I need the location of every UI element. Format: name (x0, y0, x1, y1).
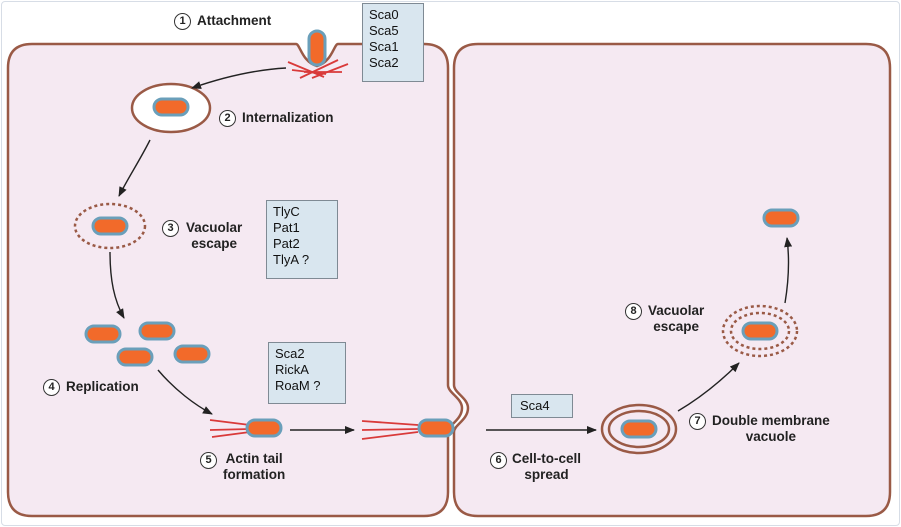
bacterium-replicating-1 (84, 324, 122, 344)
actin-tail-1 (209, 419, 251, 438)
arrow-escape-to-replication (109, 251, 125, 319)
vacuole-ruptured (73, 202, 147, 250)
step-1-number: 1 (174, 13, 191, 30)
step-1-label: 1 Attachment (174, 13, 271, 30)
step-6-line1: Cell-to-cell (512, 451, 582, 466)
ruptured-outer-membrane (721, 304, 799, 358)
step-7-line1: Double membrane (712, 413, 830, 428)
step-4-text: Replication (66, 379, 139, 395)
bacterium-protrusion (417, 418, 455, 438)
step-2-text: Internalization (242, 110, 334, 126)
bacterium-attached (307, 29, 327, 67)
arrow-internal-to-escape (118, 139, 151, 197)
attachment-actin (287, 59, 349, 79)
bacterium-double-vacuole (620, 419, 658, 439)
arrow-vacuole-to-escape (677, 362, 740, 412)
protein-sca2: Sca2 (369, 55, 399, 70)
arrow-escape-to-free (784, 237, 793, 304)
protein-roam: RoaM ? (275, 378, 321, 393)
step-3-line1: Vacuolar (186, 220, 243, 235)
step-8-label: Vacuolar escape (648, 303, 704, 335)
step-5-number: 5 (200, 452, 217, 469)
step-6-label: Cell-to-cell spread (512, 451, 581, 483)
step-7-line2: vacuole (745, 429, 797, 444)
bacterium-internalized (152, 97, 190, 117)
step-2-number: 2 (219, 110, 236, 127)
attachment-proteins-box: Sca0 Sca5 Sca1 Sca2 (362, 3, 424, 82)
double-membrane-inner (607, 409, 671, 449)
step-7-number: 7 (689, 413, 706, 430)
step-2-label: 2 Internalization (219, 110, 334, 127)
ruptured-inner-membrane (729, 311, 791, 351)
step-5-line1: Actin tail (225, 451, 283, 466)
protein-sca2-actin: Sca2 (275, 346, 305, 361)
step-8-line2: escape (653, 319, 700, 334)
protein-tlya: TlyA ? (273, 252, 310, 267)
protein-pat1: Pat1 (273, 220, 300, 235)
protein-ricka: RickA (275, 362, 309, 377)
step-6-number: 6 (490, 452, 507, 469)
bacterium-actin-tail (245, 418, 283, 438)
protein-tlyc: TlyC (273, 204, 300, 219)
step-8-number: 8 (625, 303, 642, 320)
protein-sca4: Sca4 (520, 398, 550, 413)
step-3-label: Vacuolar escape (186, 220, 242, 252)
step-8-line1: Vacuolar (648, 303, 705, 318)
step-5-line2: formation (223, 467, 286, 482)
host-cell-right (452, 42, 892, 518)
bacterium-replicating-4 (173, 344, 211, 364)
step-7-label: Double membrane vacuole (712, 413, 830, 445)
bacterium-second-escape (741, 321, 779, 341)
actin-tail-proteins-box: Sca2 RickA RoaM ? (268, 342, 346, 404)
host-cell-left (6, 42, 464, 518)
step-3-line2: escape (191, 236, 238, 251)
step-4-number: 4 (43, 379, 60, 396)
protein-sca5: Sca5 (369, 23, 399, 38)
actin-tail-2 (361, 420, 419, 440)
protein-pat2: Pat2 (273, 236, 300, 251)
step-1-text: Attachment (197, 13, 272, 29)
bacterium-replicating-3 (116, 347, 154, 367)
protein-sca0: Sca0 (369, 7, 399, 22)
vacuolar-escape-proteins-box: TlyC Pat1 Pat2 TlyA ? (266, 200, 338, 279)
bacterium-free (762, 208, 800, 228)
step-5-label: Actin tail formation (223, 451, 285, 483)
bacterium-replicating-2 (138, 321, 176, 341)
double-membrane-outer (600, 403, 678, 455)
step-6-line2: spread (524, 467, 569, 482)
step-3-number: 3 (162, 220, 179, 237)
spread-proteins-box: Sca4 (511, 394, 573, 418)
arrow-replication-to-actin (157, 369, 213, 415)
bacterium-escaping (91, 216, 129, 236)
arrow-attach-to-internal (191, 67, 287, 89)
protein-sca1: Sca1 (369, 39, 399, 54)
step-4-label: 4 Replication (43, 379, 139, 396)
